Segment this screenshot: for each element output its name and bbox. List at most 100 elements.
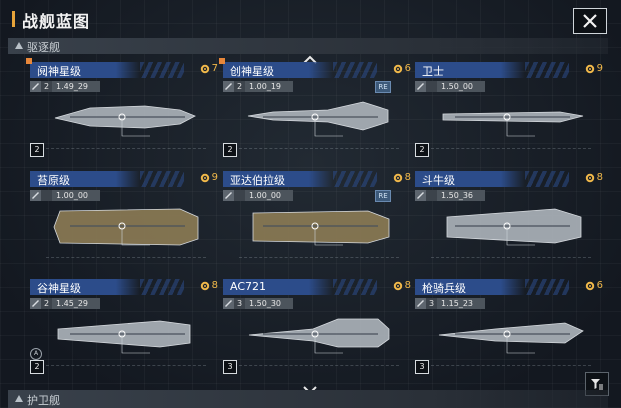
ship-class-icon — [223, 81, 234, 92]
stat-value: 1.50_36 — [437, 190, 485, 201]
re-badge: RE — [375, 190, 391, 202]
stat-value: 1.00_00 — [245, 190, 293, 201]
ship-blueprint-image — [442, 111, 584, 137]
blueprint-baseline — [46, 365, 206, 373]
blueprint-baseline — [46, 148, 206, 156]
ship-cost: 7 — [200, 63, 218, 74]
tier-value: 3 — [426, 298, 437, 309]
new-badge — [26, 58, 32, 64]
section-header-destroyer[interactable]: 驱逐舰 — [8, 38, 608, 54]
section-label: 驱逐舰 — [27, 41, 60, 54]
ship-cost: 6 — [393, 63, 411, 74]
command-cost-icon — [585, 64, 594, 73]
ship-header: 枪骑兵级 6 — [415, 279, 603, 295]
cost-value: 6 — [404, 63, 411, 74]
rank-badge: A — [30, 348, 42, 360]
command-cost-icon — [585, 173, 594, 182]
ship-cost: 8 — [200, 280, 218, 291]
section-label: 护卫舰 — [27, 394, 60, 407]
ship-stats: 1.50_00 — [415, 81, 485, 92]
name-bar-stripes — [333, 279, 377, 295]
tier-value: 3 — [234, 298, 245, 309]
ship-blueprint-image — [247, 101, 389, 137]
command-cost-icon — [393, 64, 402, 73]
blueprint-count: 2 — [30, 143, 44, 157]
blueprint-count: 2 — [415, 143, 429, 157]
ship-header: 阋神星级 7 — [30, 62, 218, 78]
command-cost-icon — [200, 281, 209, 290]
name-bar-stripes — [525, 171, 569, 187]
cost-value: 8 — [404, 280, 411, 291]
blueprint-baseline — [239, 257, 399, 265]
stat-value: 1.45_29 — [52, 298, 100, 309]
command-cost-icon — [393, 173, 402, 182]
name-bar-stripes — [140, 279, 184, 295]
cost-value: 8 — [211, 280, 218, 291]
ship-blueprint-image — [54, 105, 196, 137]
page-title: 战舰蓝图 — [22, 12, 91, 31]
blueprint-baseline — [431, 257, 591, 265]
ship-name: 枪骑兵级 — [422, 282, 466, 295]
ship-name: 创神星级 — [230, 65, 274, 78]
command-cost-icon — [585, 281, 594, 290]
tier-value — [426, 81, 437, 92]
stat-value: 1.50_00 — [437, 81, 485, 92]
cost-value: 6 — [596, 280, 603, 291]
ship-name: 亚达伯拉级 — [230, 174, 285, 187]
name-bar-stripes — [525, 62, 569, 78]
ship-name: 阋神星级 — [37, 65, 81, 78]
close-button[interactable] — [573, 8, 607, 34]
ship-cost: 8 — [393, 172, 411, 183]
command-cost-icon — [393, 281, 402, 290]
ship-blueprint-image — [57, 320, 191, 354]
name-bar — [415, 171, 525, 187]
ship-card[interactable]: 亚达伯拉级 8 1.00_00 RE — [223, 171, 411, 271]
ship-header: AC721 8 — [223, 279, 411, 295]
cost-value: 7 — [211, 63, 218, 74]
blueprint-count: 3 — [415, 360, 429, 374]
ship-class-icon — [415, 298, 426, 309]
name-bar-stripes — [333, 171, 377, 187]
name-bar-stripes — [333, 62, 377, 78]
blueprint-count: 3 — [223, 360, 237, 374]
tier-value: 2 — [234, 81, 245, 92]
section-header-frigate[interactable]: 护卫舰 — [8, 390, 608, 408]
ship-cost: 8 — [393, 280, 411, 291]
stat-value: 1.00_19 — [245, 81, 293, 92]
name-bar — [223, 279, 333, 295]
ship-name: 卫士 — [422, 65, 444, 78]
blueprint-baseline — [46, 257, 206, 265]
chevron-up-icon[interactable] — [302, 55, 318, 65]
name-bar — [30, 279, 140, 295]
ship-class-icon — [30, 81, 41, 92]
filter-icon — [591, 379, 603, 390]
ship-name: 苔原级 — [37, 174, 70, 187]
collapse-icon — [15, 395, 23, 402]
ship-stats: 1.00_00 — [30, 190, 100, 201]
ship-name: AC721 — [230, 280, 267, 293]
ship-cost: 6 — [585, 280, 603, 291]
collapse-icon — [15, 42, 23, 49]
tier-value: 2 — [41, 81, 52, 92]
stat-value: 1.50_30 — [245, 298, 293, 309]
blueprint-baseline — [431, 148, 591, 156]
stat-value: 1.15_23 — [437, 298, 485, 309]
name-bar — [415, 62, 525, 78]
blueprint-count: 2 — [30, 360, 44, 374]
tier-value — [41, 190, 52, 201]
blueprint-count: 2 — [223, 143, 237, 157]
